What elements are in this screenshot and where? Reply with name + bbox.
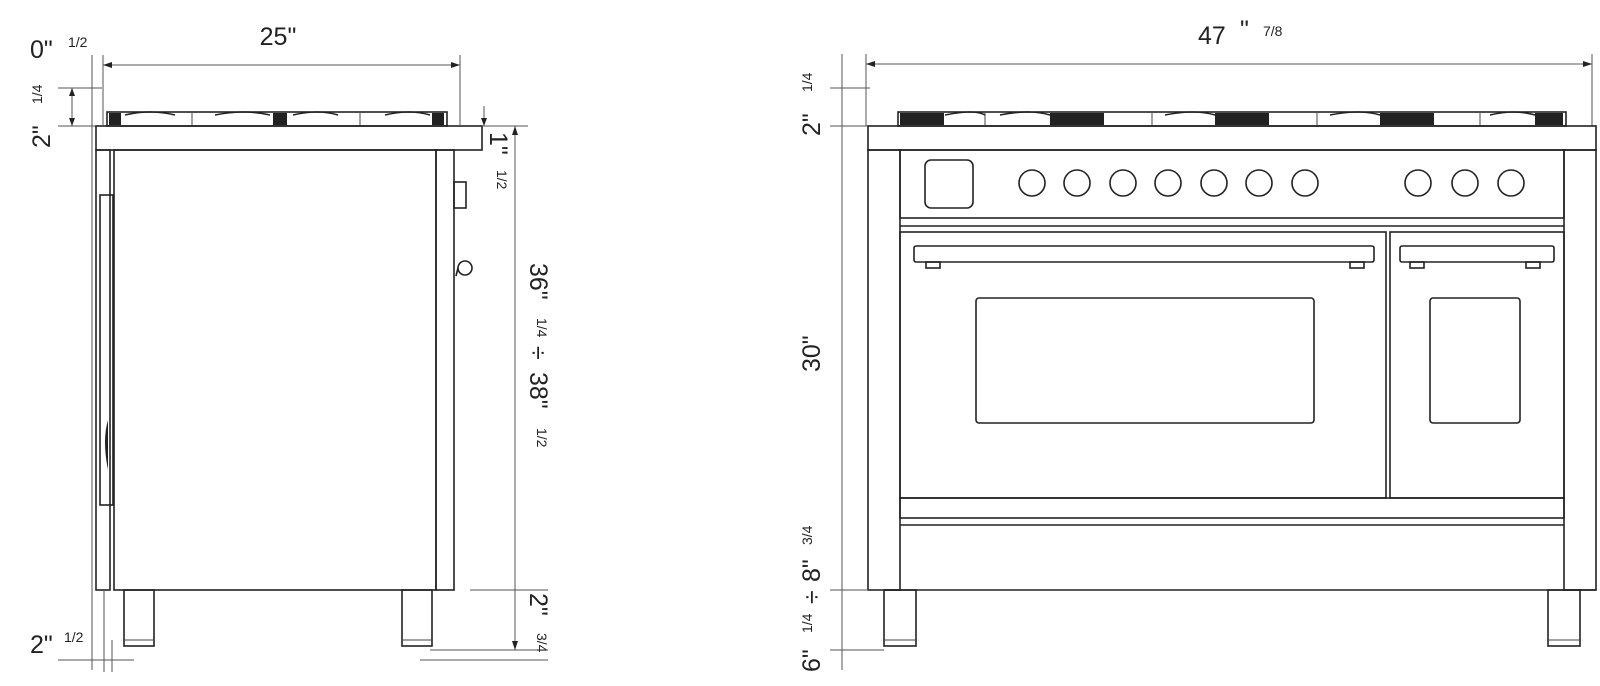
front-control-panel	[899, 149, 1565, 219]
front-small-handle-bracket-left	[1409, 261, 1425, 269]
side-door-handle	[99, 194, 114, 506]
knob-5[interactable]	[1200, 169, 1228, 197]
side-top-thickness-label: 1"	[484, 132, 512, 155]
side-back-panel	[435, 149, 455, 591]
knob-3[interactable]	[1109, 169, 1137, 197]
side-foot-height-fraction: 3/4	[534, 633, 550, 653]
side-body-panel	[113, 149, 437, 591]
front-width-dimension	[865, 54, 1593, 126]
side-bottom-left-label: 2"	[30, 631, 53, 659]
side-handle-hinge	[105, 420, 108, 470]
side-top-thickness-fraction: 1/2	[494, 170, 510, 190]
side-total-height-a: 36"	[524, 263, 552, 300]
front-leg-range-a: 6"	[798, 649, 826, 672]
front-width-fraction: 7/8	[1263, 23, 1283, 39]
front-drawer-trim	[899, 497, 1565, 519]
front-leg-range-separator: ÷	[798, 590, 826, 604]
front-grate-height-fraction: 1/4	[799, 72, 815, 92]
knob-6[interactable]	[1245, 169, 1273, 197]
front-cooktop	[867, 125, 1597, 151]
side-total-height-separator: ÷	[524, 346, 552, 360]
front-leg-range-a-fraction: 1/4	[799, 613, 815, 633]
front-main-oven-door	[899, 231, 1387, 499]
front-width-label: 47	[1198, 22, 1226, 50]
front-grate-height-label: 2"	[798, 113, 826, 136]
side-total-height-b: 38"	[524, 372, 552, 409]
front-leg-range-b-fraction: 3/4	[799, 525, 815, 545]
side-total-height-a-fraction: 1/4	[534, 318, 550, 338]
side-view: 25" 0" 1/2 2" 1/4	[28, 23, 552, 672]
knob-2[interactable]	[1063, 169, 1091, 197]
front-left-post	[867, 149, 901, 591]
front-small-oven-door	[1389, 231, 1565, 499]
front-display-icon[interactable]	[924, 159, 974, 209]
front-width-unit: "	[1240, 16, 1249, 44]
side-door-edge	[95, 149, 111, 591]
knob-8[interactable]	[1404, 169, 1432, 197]
front-body-height-label: 30"	[798, 335, 826, 372]
side-foot-height-label: 2"	[524, 593, 552, 616]
front-small-oven-handle[interactable]	[1399, 245, 1555, 263]
front-view: 47 " 7/8 2" 1/4	[798, 16, 1597, 672]
front-main-handle-bracket-left	[925, 261, 941, 269]
knob-4[interactable]	[1154, 169, 1182, 197]
side-top-offset-fraction: 1/2	[68, 34, 88, 50]
front-left-leg	[883, 589, 917, 647]
knob-1[interactable]	[1018, 169, 1046, 197]
side-cooktop	[95, 125, 483, 151]
side-total-height-b-fraction: 1/2	[534, 428, 550, 448]
side-total-height-dimension	[430, 126, 548, 651]
side-top-thickness-dimension	[481, 106, 528, 127]
side-gas-connector	[457, 260, 473, 276]
side-burner-grates	[106, 111, 448, 127]
front-main-oven-window	[975, 297, 1315, 424]
side-top-offset-label: 0"	[30, 36, 53, 64]
front-main-oven-handle[interactable]	[913, 245, 1375, 263]
front-right-leg	[1547, 589, 1581, 647]
side-back-leg	[401, 589, 433, 647]
side-back-connector	[453, 181, 467, 209]
side-foot-height-dimension	[420, 589, 548, 661]
knob-9[interactable]	[1451, 169, 1479, 197]
side-grate-height-label: 2"	[28, 125, 56, 148]
knob-10[interactable]	[1497, 169, 1525, 197]
side-grate-height-dimension	[58, 87, 102, 127]
front-grate-height-dimension	[830, 54, 870, 670]
front-leg-range-dimension	[830, 589, 884, 651]
side-depth-label: 25"	[260, 23, 297, 51]
front-leg-range-b: 8"	[798, 559, 826, 582]
front-knobs	[1018, 169, 1525, 197]
side-bottom-left-dimension	[58, 590, 134, 672]
side-bottom-left-fraction: 1/2	[64, 629, 84, 645]
knob-7[interactable]	[1291, 169, 1319, 197]
side-grate-height-fraction: 1/4	[29, 84, 45, 104]
front-right-post	[1563, 149, 1597, 591]
side-gas-pipe	[455, 267, 459, 277]
front-small-handle-bracket-right	[1525, 261, 1541, 269]
front-small-oven-window	[1429, 297, 1521, 424]
front-burner-grates	[897, 111, 1567, 127]
depth-dimension-line	[102, 55, 461, 125]
side-front-leg	[123, 589, 155, 647]
front-main-handle-bracket-right	[1349, 261, 1365, 269]
